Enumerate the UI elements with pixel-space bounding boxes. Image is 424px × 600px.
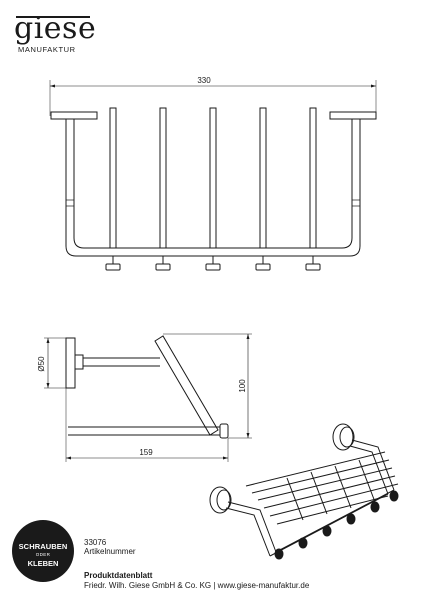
dim-depth-label: 159 [139, 448, 153, 457]
dim-diameter-label: Ø50 [37, 356, 46, 372]
article-number-label: Artikelnummer [84, 547, 136, 556]
sheet-title: Produktdatenblatt [84, 571, 153, 580]
brand-subtitle: MANUFAKTUR [18, 45, 76, 54]
front-view [49, 80, 377, 271]
logo-top-bar [16, 16, 90, 18]
badge-line-2: ODER [35, 552, 51, 557]
brand-logo: giese [14, 11, 97, 46]
side-view [44, 333, 252, 462]
isometric-view [209, 423, 399, 560]
dim-width-label: 330 [197, 76, 211, 85]
mounting-badge: SCHRAUBEN ODER KLEBEN [12, 520, 74, 582]
badge-line-3: KLEBEN [27, 559, 59, 568]
article-number: 33076 [84, 538, 107, 547]
badge-line-1: SCHRAUBEN [18, 542, 68, 551]
company-line: Friedr. Wilh. Giese GmbH & Co. KG | www.… [84, 581, 310, 590]
dim-height-label: 100 [238, 379, 247, 393]
